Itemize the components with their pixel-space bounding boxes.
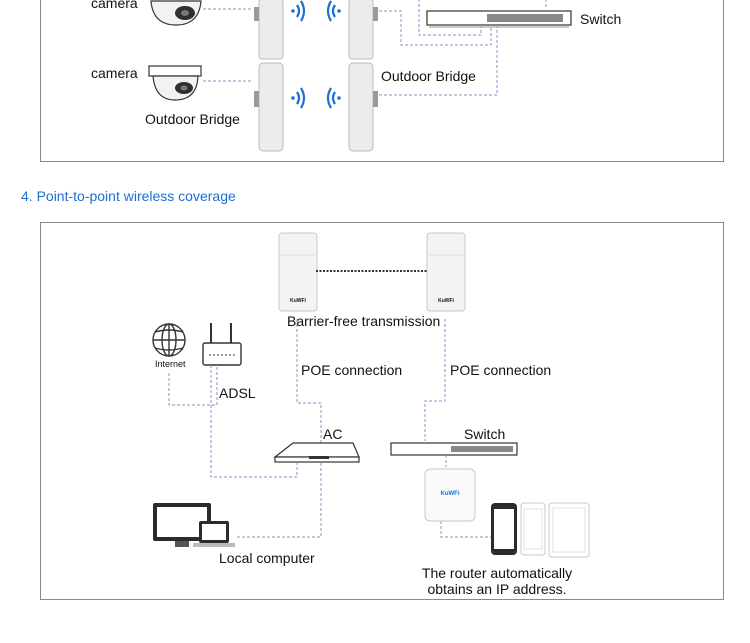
- access-point-right-icon: [426, 232, 466, 312]
- local-computer-label: Local computer: [219, 550, 315, 566]
- bottom-diagram-panel: KuWFi KuWFi KuWFi Barrier-free transmiss…: [40, 222, 724, 600]
- desktop-monitor-icon: [153, 503, 211, 547]
- smartphone-icon: [491, 503, 517, 555]
- poe-connection-label-left: POE connection: [301, 362, 403, 378]
- camera-label-mid: camera: [91, 65, 138, 81]
- switch-label: Switch: [464, 426, 506, 442]
- outdoor-bridge-label-left: Outdoor Bridge: [145, 111, 240, 127]
- outdoor-bridge-bottom-left-icon: [254, 62, 284, 152]
- camera-label-top: camera: [91, 0, 138, 11]
- barrier-free-label: Barrier-free transmission: [287, 313, 441, 329]
- internet-label: Internet: [155, 359, 186, 369]
- wireless-router-icon: [424, 468, 476, 522]
- tablet-icon: [548, 502, 590, 558]
- top-diagram-panel: camera camera Switch Outdoor Bridge Outd…: [40, 0, 724, 162]
- outdoor-bridge-top-left-icon: [254, 0, 284, 60]
- section-heading: 4. Point-to-point wireless coverage: [21, 188, 236, 204]
- dome-camera-top-icon: [150, 0, 202, 26]
- globe-icon: [152, 323, 186, 357]
- dome-camera-mid-icon: [148, 65, 202, 101]
- switch-label-top: Switch: [580, 11, 622, 27]
- phone-outline-icon: [520, 502, 546, 556]
- wifi-signal-icon: [291, 0, 341, 109]
- outdoor-bridge-top-right-icon: [348, 0, 378, 60]
- adsl-label: ADSL: [219, 385, 256, 401]
- top-diagram-graphics: [148, 0, 572, 152]
- outdoor-bridge-label-right: Outdoor Bridge: [381, 68, 476, 84]
- device-brand-left: KuWFi: [290, 298, 306, 304]
- device-brand-right: KuWFi: [438, 298, 454, 304]
- laptop-icon: [193, 521, 235, 547]
- router-caption-line1: The router automatically: [421, 565, 573, 581]
- ac-controller-icon: [273, 442, 360, 463]
- network-switch-icon: [426, 10, 572, 28]
- router-caption-line2: obtains an IP address.: [427, 581, 567, 597]
- router-brand: KuWFi: [440, 491, 460, 497]
- adsl-modem-icon: [202, 323, 242, 366]
- poe-connection-label-right: POE connection: [450, 362, 552, 378]
- network-switch-icon: [390, 442, 518, 456]
- ac-label: AC: [323, 426, 343, 442]
- bottom-diagram-graphics: [152, 232, 590, 558]
- outdoor-bridge-bottom-right-icon: [348, 62, 378, 152]
